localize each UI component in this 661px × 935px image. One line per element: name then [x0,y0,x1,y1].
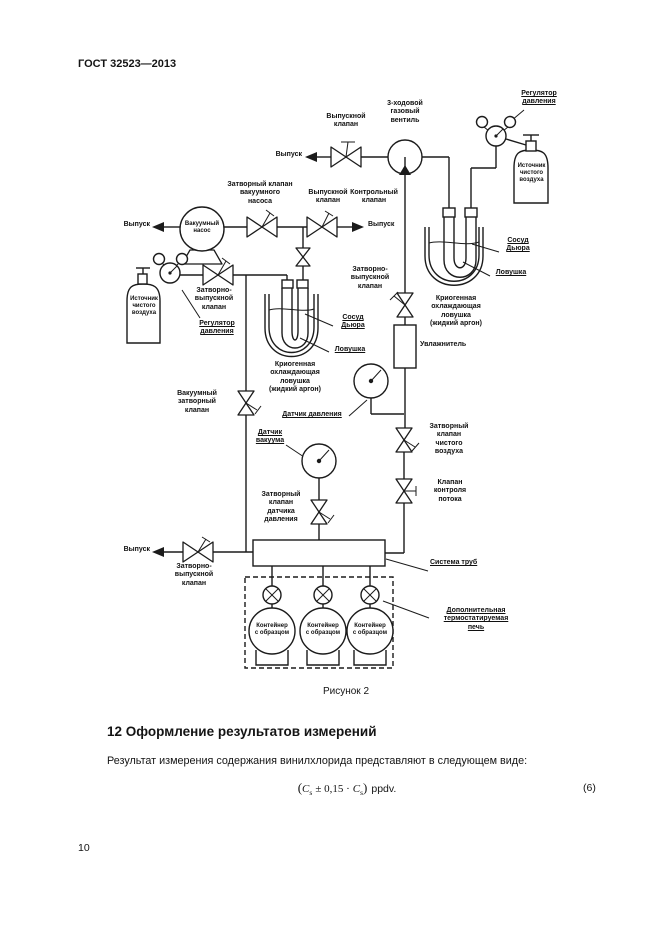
label-vacuum-shutoff-valve: Вакуумный затворный клапан [177,390,217,414]
label-pipe-system: Система труб [430,559,478,566]
formula: (Cs± 0,15 ·Cs)ppdv. [247,780,447,797]
label-outlet-bottom: Выпуск [123,546,150,553]
thermostatic-oven [244,576,394,669]
clean-air-shutoff-valve [395,427,420,453]
formula-unit: ppdv. [371,783,397,795]
sample-container [299,607,347,666]
pressure-gauge [353,363,389,399]
outlet-valve-top [330,141,362,168]
label-control-valve: Контрольный клапан [350,189,398,205]
leader-lines [181,109,525,619]
label-pressure-sensor: Датчик давления [282,411,342,418]
section-paragraph: Результат измерения содержания винилхлор… [107,755,528,767]
pipe-lines [164,138,527,609]
formula-variable: C [302,783,310,795]
label-sample-container-3: Контейнер с образцом [352,623,388,637]
label-clean-air-source-left: Источник чистого воздуха [130,296,158,317]
label-three-way-valve: 3-ходовой газовый вентиль [387,100,423,124]
vacuum-gauge [301,443,337,479]
label-pressure-regulator-left: Регулятор давления [199,320,235,336]
outlet-arrows [152,152,364,557]
label-dewar-left: Сосуд Дьюра [341,314,365,330]
label-cryo-trap-right: Криогенная охлаждающая ловушка (жидкий а… [430,295,482,327]
formula-variable: C [352,783,361,795]
label-pressure-regulator-right: Регулятор давления [521,90,557,106]
sample-container [346,607,394,666]
vacuum-pump [179,206,225,265]
label-shutoff-outlet-valve-left: Затворно- выпускной клапан [194,287,234,311]
three-way-gas-valve [387,139,423,175]
label-trap-right: Ловушка [495,269,527,276]
formula-subscript: s [309,788,313,798]
figure-caption: Рисунок 2 [322,686,370,697]
pressure-regulator-left [152,252,189,284]
label-cryo-trap-left: Криогенная охлаждающая ловушка (жидкий а… [269,361,321,393]
flow-control-valve [395,478,417,504]
label-pump-shutoff-valve: Затворный клапан вакуумного насоса [227,181,293,205]
label-humidifier: Увлажнитель [420,341,467,348]
shutoff-outlet-valve-bottom [182,536,214,563]
formula-lparen: ( [297,780,303,795]
label-dewar-right: Сосуд Дьюра [506,237,530,253]
label-clean-air-source-right: Источник чистого воздуха [517,163,546,184]
vacuum-shutoff-valve [237,390,262,416]
label-thermostatic-oven: Дополнительная термостатируемая печь [443,607,509,631]
section-heading: 12 Оформление результатов измерений [107,724,377,739]
label-shutoff-outlet-valve-mid: Затворно- выпускной клапан [350,266,390,290]
label-clean-air-shutoff-valve: Затворный клапан чистого воздуха [429,423,469,455]
humidifier [393,324,417,369]
pressure-regulator-right [475,115,517,147]
gas-cylinder-right [513,134,549,204]
label-vacuum-pump: Вакуумный насос [184,221,220,235]
label-flow-control-valve: Клапан контроля потока [433,479,467,503]
label-outlet-top: Выпуск [275,151,302,158]
page-number: 10 [78,842,90,854]
formula-subscript: s [360,788,364,798]
label-outlet-left: Выпуск [123,221,150,228]
pump-shutoff-valve [246,209,278,238]
dewar-trap-right [424,207,484,286]
shutoff-outlet-valve-left [202,257,234,286]
formula-middle: ± 0,15 · [315,783,350,795]
label-outlet-right: Выпуск [368,221,395,228]
label-outlet-valve-mid: Выпускной клапан [308,189,348,205]
x-valve [262,585,282,605]
x-valve [360,585,380,605]
sample-container [248,607,296,666]
shutoff-outlet-valve-mid [389,291,414,318]
label-sample-container-2: Контейнер с образцом [305,623,341,637]
document-header: ГОСТ 32523—2013 [78,58,177,70]
formula-rparen: ) [363,780,368,795]
gas-cylinder-left [126,267,161,344]
dewar-trap-left [264,279,319,358]
pressure-sensor-shutoff-valve [310,499,335,525]
x-valve [313,585,333,605]
label-shutoff-outlet-valve-bottom: Затворно- выпускной клапан [174,563,214,587]
pipe-system-manifold [252,539,386,567]
label-pressure-sensor-shutoff-valve: Затворный клапан датчика давления [261,491,301,523]
control-valve [295,247,311,267]
label-vacuum-sensor: Датчик вакуума [255,429,285,445]
label-trap-left: Ловушка [334,346,366,353]
formula-number: (6) [583,782,596,794]
label-outlet-valve-top: Выпускной клапан [326,113,366,129]
label-sample-container-1: Контейнер с образцом [254,623,290,637]
outlet-valve-mid [306,210,338,238]
